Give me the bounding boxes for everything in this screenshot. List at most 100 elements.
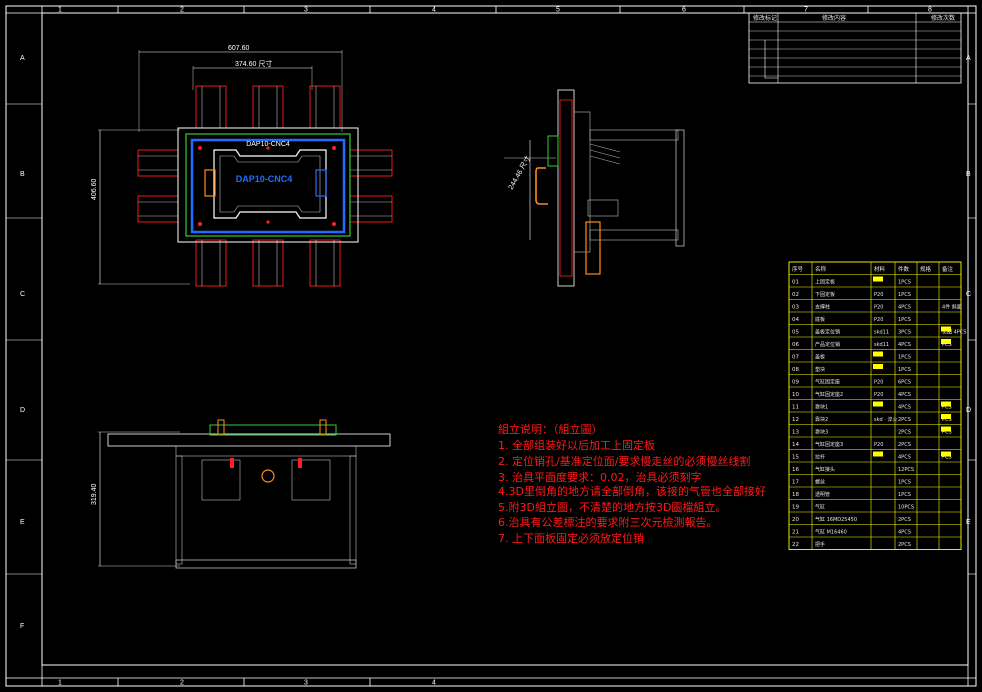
bom-cell: 拉杆 bbox=[815, 454, 825, 461]
bom-cell: 17 bbox=[792, 480, 799, 486]
top-number: 8 bbox=[928, 7, 932, 14]
bom-cell: P20 bbox=[874, 317, 883, 323]
bom-cell: 靠块1 bbox=[815, 404, 828, 411]
bom-cell: P20 bbox=[874, 305, 883, 311]
bom-cell: 08 bbox=[792, 367, 799, 373]
bom-highlight-mark bbox=[873, 364, 883, 369]
bom-cell: 1PCS bbox=[898, 355, 911, 361]
assembly-notes: 組立说明：（組立圖） 1. 全部组装好以后加工上固定板 2. 定位销孔/基准定位… bbox=[498, 422, 766, 545]
bom-cell: 2PCS bbox=[898, 430, 911, 436]
bom-cell: 12PCS bbox=[898, 467, 914, 473]
bom-cell: 22 bbox=[792, 542, 799, 548]
bottom-zone-numbers: 1 2 3 4 bbox=[58, 678, 436, 687]
bom-cell: P20 bbox=[874, 442, 883, 448]
bom-cell: 2PCS bbox=[898, 517, 911, 523]
bom-cell: 4PCS bbox=[898, 455, 911, 461]
side-letter: B bbox=[966, 171, 971, 178]
note-line: 1. 全部组装好以后加工上固定板 bbox=[498, 438, 655, 452]
bom-cell: 气缸接头 bbox=[815, 466, 835, 473]
top-zone-numbers: 1 2 3 4 5 6 7 8 bbox=[58, 6, 932, 14]
bom-cell: 气缸 bbox=[815, 504, 825, 511]
bom-cell: 4PCS bbox=[898, 405, 911, 411]
bom-cell: 气缸 M16460 bbox=[815, 529, 847, 536]
dimension-text: 607.60 bbox=[228, 45, 250, 52]
bom-cell: 产品定位销 bbox=[815, 341, 840, 348]
bom-cell: 盖板定位销 bbox=[815, 329, 840, 336]
top-number: 1 bbox=[58, 7, 62, 14]
bom-cell: 04 bbox=[792, 317, 799, 323]
bom-cell: 13 bbox=[792, 430, 799, 436]
bom-cell: 支撑柱 bbox=[815, 304, 830, 311]
side-letter: D bbox=[20, 407, 25, 414]
bom-header: 名称 bbox=[815, 265, 827, 273]
bottom-number: 2 bbox=[180, 680, 184, 687]
top-number: 2 bbox=[180, 7, 184, 14]
bottom-number: 4 bbox=[432, 680, 436, 687]
side-view: 244.46 尺寸 bbox=[504, 89, 685, 287]
bom-cell: 1PCS bbox=[898, 280, 911, 286]
bom-cell: 靠块3 bbox=[815, 429, 828, 436]
bom-cell: 1PCS bbox=[898, 367, 911, 373]
part-label-small: DAP10-CNC4 bbox=[246, 141, 290, 148]
bom-cell: 20 bbox=[792, 517, 799, 523]
bom-cell: 02 bbox=[792, 292, 799, 298]
bom-cell: 3PCS bbox=[898, 330, 911, 336]
side-letter: D bbox=[966, 407, 971, 414]
bom-cell: 05 bbox=[792, 330, 799, 336]
bom-cell: 2PCS bbox=[898, 542, 911, 548]
bom-cell: 2PCS bbox=[898, 417, 911, 423]
bom-cell: 气缸固定座3 bbox=[815, 441, 843, 448]
bom-cell: 1PCS bbox=[898, 492, 911, 498]
bom-cell: 靠块2 bbox=[815, 416, 828, 423]
bom-cell: PCS bbox=[942, 430, 952, 436]
bom-cell: 10 bbox=[792, 392, 799, 398]
bom-cell: 4PCS bbox=[898, 392, 911, 398]
bom-cell: 11 bbox=[792, 405, 799, 411]
bom-cell: 气缸固定座2 bbox=[815, 391, 843, 398]
bom-cell: skd11 bbox=[874, 342, 889, 348]
side-letter: A bbox=[20, 55, 25, 62]
bom-cell: 06 bbox=[792, 342, 799, 348]
bom-highlight-mark bbox=[941, 326, 951, 332]
bom-cell: PCS bbox=[942, 417, 952, 423]
bom-cell: 见图 4PCS bbox=[942, 330, 966, 336]
side-letter: A bbox=[966, 55, 971, 62]
bom-cell: 1PCS bbox=[898, 292, 911, 298]
bom-cell: 4PCS bbox=[898, 530, 911, 536]
bom-cell: 1PCS bbox=[898, 480, 911, 486]
bom-highlight-mark bbox=[873, 451, 883, 457]
side-letter: C bbox=[966, 291, 971, 298]
revision-header: 修改标记 bbox=[753, 14, 777, 22]
bom-cell: 底板 bbox=[815, 316, 825, 323]
notes-title: 組立说明：（組立圖） bbox=[498, 422, 603, 436]
bom-cell: 2PCS bbox=[898, 442, 911, 448]
dimension-text: 374.60 尺寸 bbox=[235, 59, 272, 68]
top-number: 6 bbox=[682, 7, 686, 14]
note-line: 3. 治具平面度要求：0.02，治具必须刻字 bbox=[498, 470, 701, 484]
bom-highlight-mark bbox=[941, 401, 951, 407]
bom-header: 序号 bbox=[792, 265, 804, 273]
dimension-text: 319.40 bbox=[91, 483, 98, 505]
dimension-text: 244.46 尺寸 bbox=[506, 154, 532, 191]
bottom-number: 3 bbox=[304, 680, 308, 687]
bom-cell: 10PCS bbox=[898, 505, 914, 511]
bom-cell: 垫块 bbox=[815, 366, 825, 373]
bom-cell: 4PCS bbox=[898, 305, 911, 311]
side-zone-letters: A B C D E F A B C D E bbox=[6, 55, 976, 630]
top-view: 607.60 374.60 尺寸 406.60 bbox=[91, 45, 393, 287]
bom-cell: P20 bbox=[874, 380, 883, 386]
bom-highlight-mark bbox=[873, 276, 883, 282]
bom-cell: 气缸固定座 bbox=[815, 379, 840, 386]
bom-cell: PCS bbox=[942, 405, 952, 411]
top-plate bbox=[177, 127, 359, 243]
bom-cell: 14 bbox=[792, 442, 799, 448]
bom-cell: skd · 淬火 bbox=[874, 416, 897, 423]
revision-header: 修改次数 bbox=[931, 14, 955, 22]
bom-cell: 16 bbox=[792, 467, 799, 473]
note-line: 2. 定位销孔/基准定位面/要求慢走丝的必须慢丝线割 bbox=[498, 454, 750, 468]
bom-cell: PCS bbox=[942, 342, 952, 348]
bom-header: 件数 bbox=[898, 265, 910, 273]
front-view: 319.40 bbox=[91, 419, 391, 569]
